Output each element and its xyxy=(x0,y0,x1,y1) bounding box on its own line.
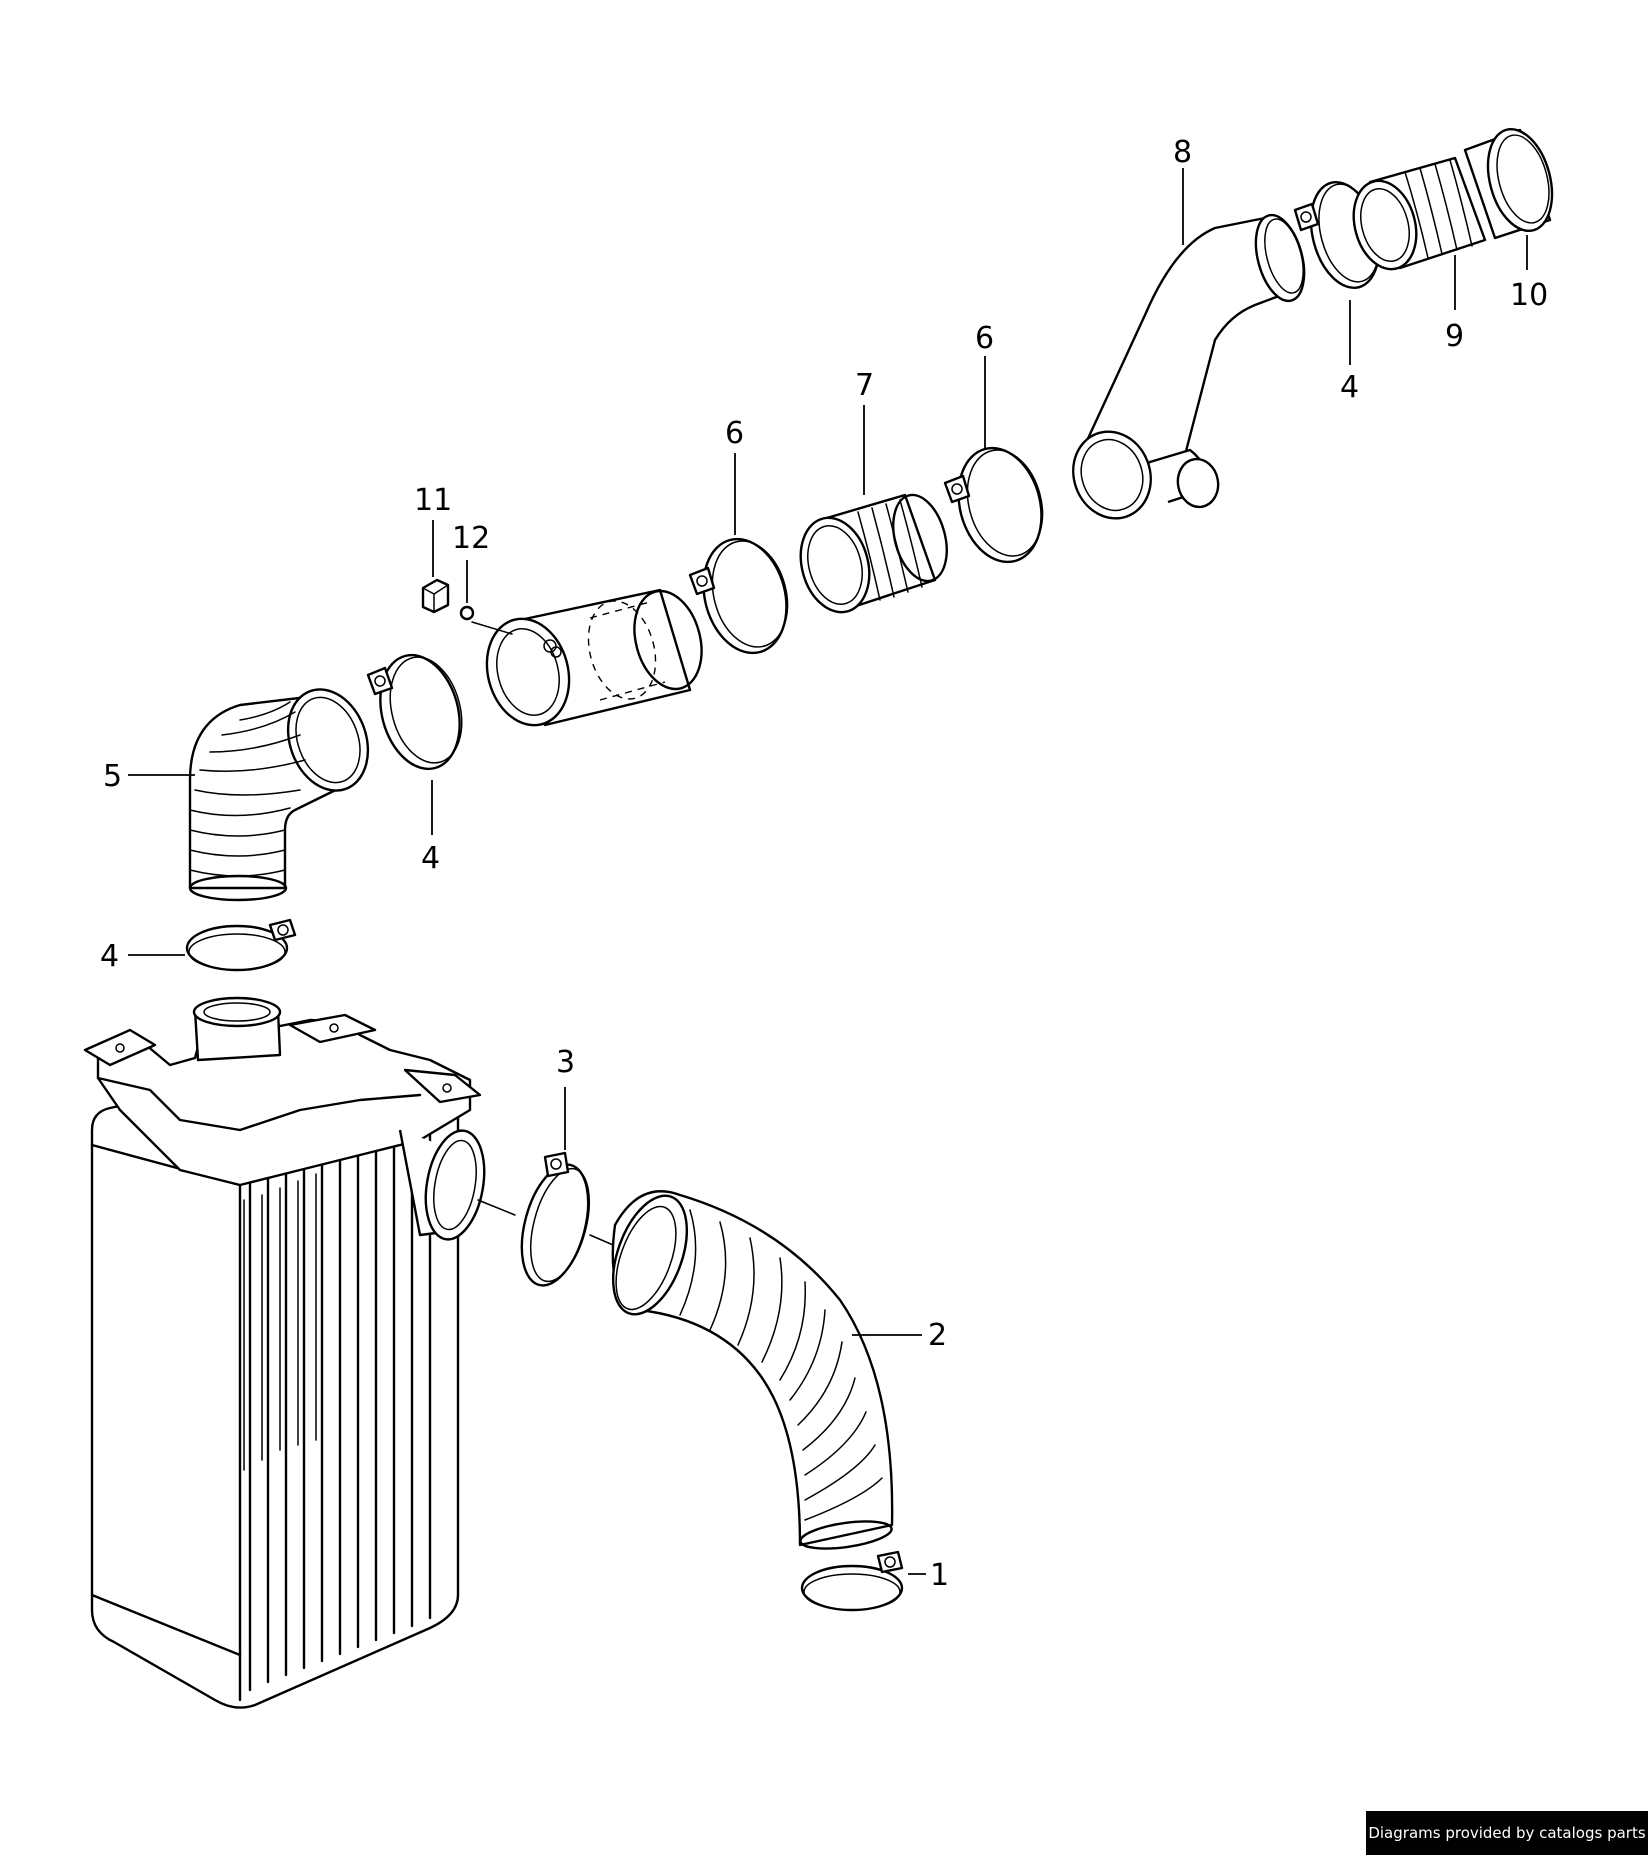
callout-10: 10 xyxy=(1510,278,1548,313)
hose-7 xyxy=(799,493,948,614)
hose-clamp-3 xyxy=(520,1151,591,1287)
leader-lines xyxy=(128,168,1528,1575)
hose-clamp-4-lower xyxy=(185,918,297,972)
hose-clamp-6-right xyxy=(943,446,1044,564)
curved-hose-2 xyxy=(611,1190,894,1550)
callout-3: 3 xyxy=(556,1045,575,1080)
callout-11: 11 xyxy=(414,483,452,518)
callout-4-lower: 4 xyxy=(100,939,119,974)
callout-1: 1 xyxy=(930,1558,949,1593)
callout-6-right: 6 xyxy=(975,321,994,356)
callout-4-upper: 4 xyxy=(1340,370,1359,405)
callout-2: 2 xyxy=(928,1318,947,1353)
callout-labels: 1 2 3 4 4 4 4 5 6 6 7 8 9 10 11 12 xyxy=(100,135,1548,1593)
elbow-hose-5 xyxy=(188,688,370,902)
intermediate-pipe xyxy=(485,588,703,727)
hose-clamp-1 xyxy=(800,1550,904,1612)
callout-9: 9 xyxy=(1445,319,1464,354)
callout-6-left: 6 xyxy=(725,416,744,451)
hose-9 xyxy=(1352,156,1487,271)
intercooler xyxy=(83,996,516,1709)
nut-11 xyxy=(421,578,450,614)
ring-10 xyxy=(1463,127,1554,240)
intercooler-fins xyxy=(243,1107,432,1692)
callout-12: 12 xyxy=(452,521,490,556)
hose-clamp-6-left xyxy=(688,537,789,655)
credit-banner: Diagrams provided by catalogs parts xyxy=(1366,1811,1648,1855)
callout-7: 7 xyxy=(855,368,874,403)
air-duct-8 xyxy=(1072,213,1306,520)
o-ring-12 xyxy=(459,605,475,621)
callout-4-mid: 4 xyxy=(421,841,440,876)
callout-5: 5 xyxy=(103,759,122,794)
callout-8: 8 xyxy=(1173,135,1192,170)
hose-clamp-4-mid xyxy=(366,653,463,771)
